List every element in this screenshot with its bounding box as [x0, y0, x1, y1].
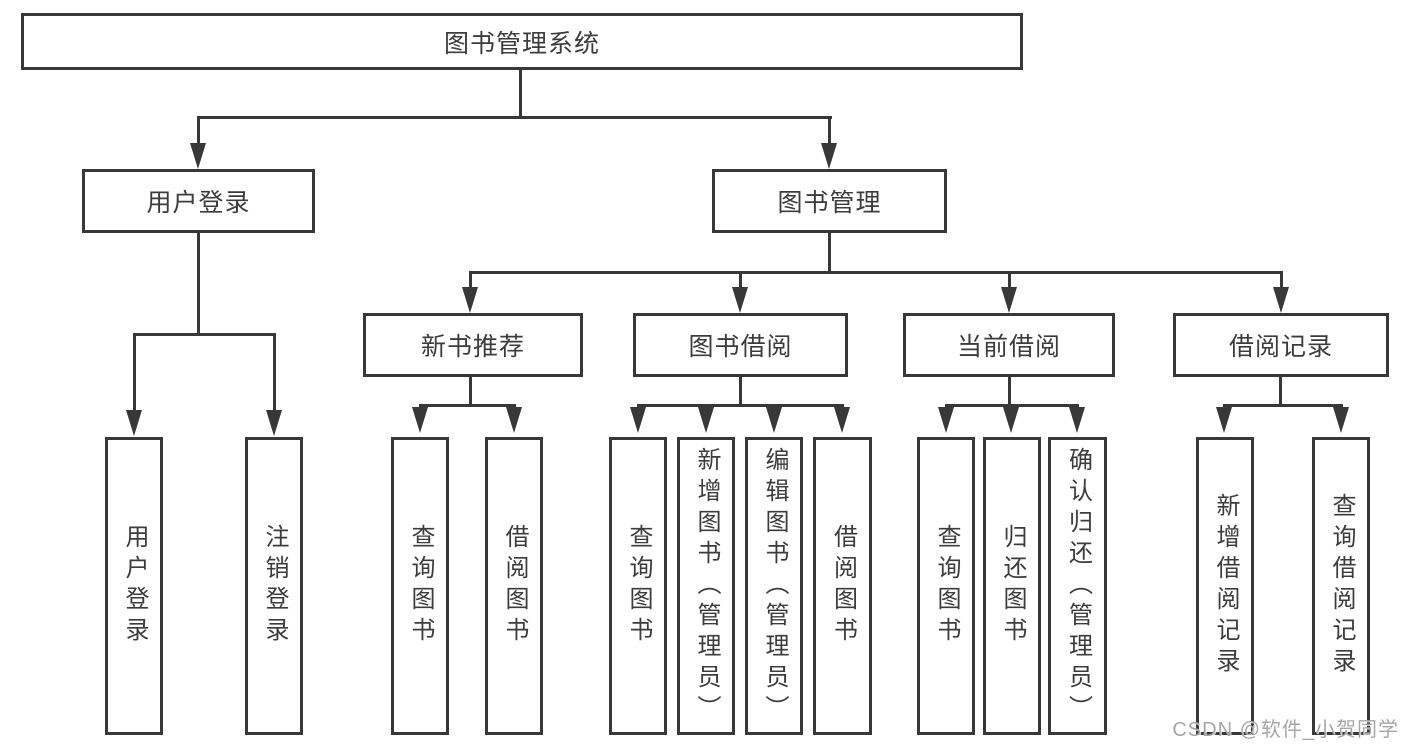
arrow-down-icon: [126, 410, 142, 436]
arrow-down-icon: [1001, 287, 1017, 313]
arrow-down-icon: [732, 287, 748, 313]
leaf-return-books: 归还图书: [983, 437, 1041, 735]
connector-line: [739, 271, 742, 289]
leaf-query-books: 查询图书: [391, 437, 449, 735]
connector-line: [1223, 404, 1343, 407]
connector-line: [469, 271, 1283, 274]
leaf-add-books-admin: 新增图书（管理员）: [677, 437, 735, 735]
leaf-label: 借阅图书: [829, 524, 857, 648]
node-book-management: 图书管理: [712, 169, 947, 233]
arrow-down-icon: [1216, 407, 1232, 433]
connector-line: [519, 68, 522, 118]
node-label: 借阅记录: [1228, 333, 1333, 361]
connector-line: [273, 333, 276, 413]
leaf-query-books: 查询图书: [609, 437, 667, 735]
node-label: 用户登录: [146, 189, 251, 217]
leaf-label: 编辑图书（管理员）: [761, 446, 788, 726]
arrow-down-icon: [1069, 407, 1085, 433]
leaf-label: 查询图书: [625, 524, 652, 648]
connector-line: [197, 116, 832, 119]
watermark: CSDN @软件_小贺同学: [1172, 719, 1399, 741]
connector-line: [1008, 375, 1011, 406]
arrow-down-icon: [630, 407, 646, 433]
connector-line: [133, 333, 276, 336]
leaf-borrow-books: 借阅图书: [485, 437, 543, 735]
connector-line: [945, 404, 1079, 407]
leaf-label: 查询图书: [933, 524, 960, 648]
connector-line: [133, 333, 136, 413]
leaf-label: 查询借阅记录: [1328, 493, 1355, 679]
arrow-down-icon: [821, 143, 837, 169]
connector-line: [1280, 271, 1283, 289]
connector-line: [197, 231, 200, 335]
arrow-down-icon: [412, 407, 428, 433]
leaf-label: 借阅图书: [501, 524, 528, 648]
connector-line: [197, 116, 200, 146]
arrow-down-icon: [266, 410, 282, 436]
node-label: 图书借阅: [688, 333, 793, 361]
arrow-down-icon: [938, 407, 954, 433]
leaf-add-borrow-record: 新增借阅记录: [1196, 437, 1254, 735]
node-root: 图书管理系统: [21, 13, 1023, 70]
node-root-label: 图书管理系统: [443, 29, 600, 58]
node-new-book-recommend: 新书推荐: [363, 313, 583, 377]
leaf-user-login: 用户登录: [105, 437, 163, 735]
node-user-login: 用户登录: [82, 169, 315, 233]
leaf-edit-books-admin: 编辑图书（管理员）: [745, 437, 803, 735]
arrow-down-icon: [190, 143, 206, 169]
leaf-label: 新增图书（管理员）: [693, 446, 720, 726]
arrow-down-icon: [1003, 407, 1019, 433]
arrow-down-icon: [698, 407, 714, 433]
node-borrow-records: 借阅记录: [1173, 313, 1389, 377]
leaf-borrow-books: 借阅图书: [813, 437, 872, 735]
connector-line: [637, 404, 844, 407]
node-label: 新书推荐: [420, 333, 525, 361]
arrow-down-icon: [1273, 287, 1289, 313]
connector-line: [419, 404, 516, 407]
arrow-down-icon: [766, 407, 782, 433]
leaf-query-borrow-record: 查询借阅记录: [1312, 437, 1370, 735]
node-label: 图书管理: [777, 189, 882, 217]
arrow-down-icon: [1333, 407, 1349, 433]
leaf-label: 查询图书: [407, 524, 434, 648]
leaf-label: 确认归还（管理员）: [1064, 446, 1092, 726]
node-book-borrow: 图书借阅: [633, 313, 848, 377]
leaf-query-books: 查询图书: [917, 437, 975, 735]
connector-line: [828, 231, 831, 273]
node-current-borrow: 当前借阅: [903, 313, 1115, 377]
leaf-label: 用户登录: [121, 524, 148, 648]
connector-line: [1279, 375, 1282, 406]
leaf-label: 新增借阅记录: [1212, 493, 1239, 679]
leaf-label: 注销登录: [261, 524, 288, 648]
leaf-confirm-return-admin: 确认归还（管理员）: [1048, 437, 1107, 735]
connector-line: [828, 116, 831, 146]
connector-line: [1008, 271, 1011, 289]
leaf-label: 归还图书: [999, 524, 1026, 648]
arrow-down-icon: [462, 287, 478, 313]
connector-line: [469, 271, 472, 289]
connector-line: [469, 375, 472, 406]
leaf-logout: 注销登录: [245, 437, 303, 735]
arrow-down-icon: [834, 407, 850, 433]
node-label: 当前借阅: [956, 333, 1061, 361]
arrow-down-icon: [506, 407, 522, 433]
connector-line: [739, 375, 742, 406]
